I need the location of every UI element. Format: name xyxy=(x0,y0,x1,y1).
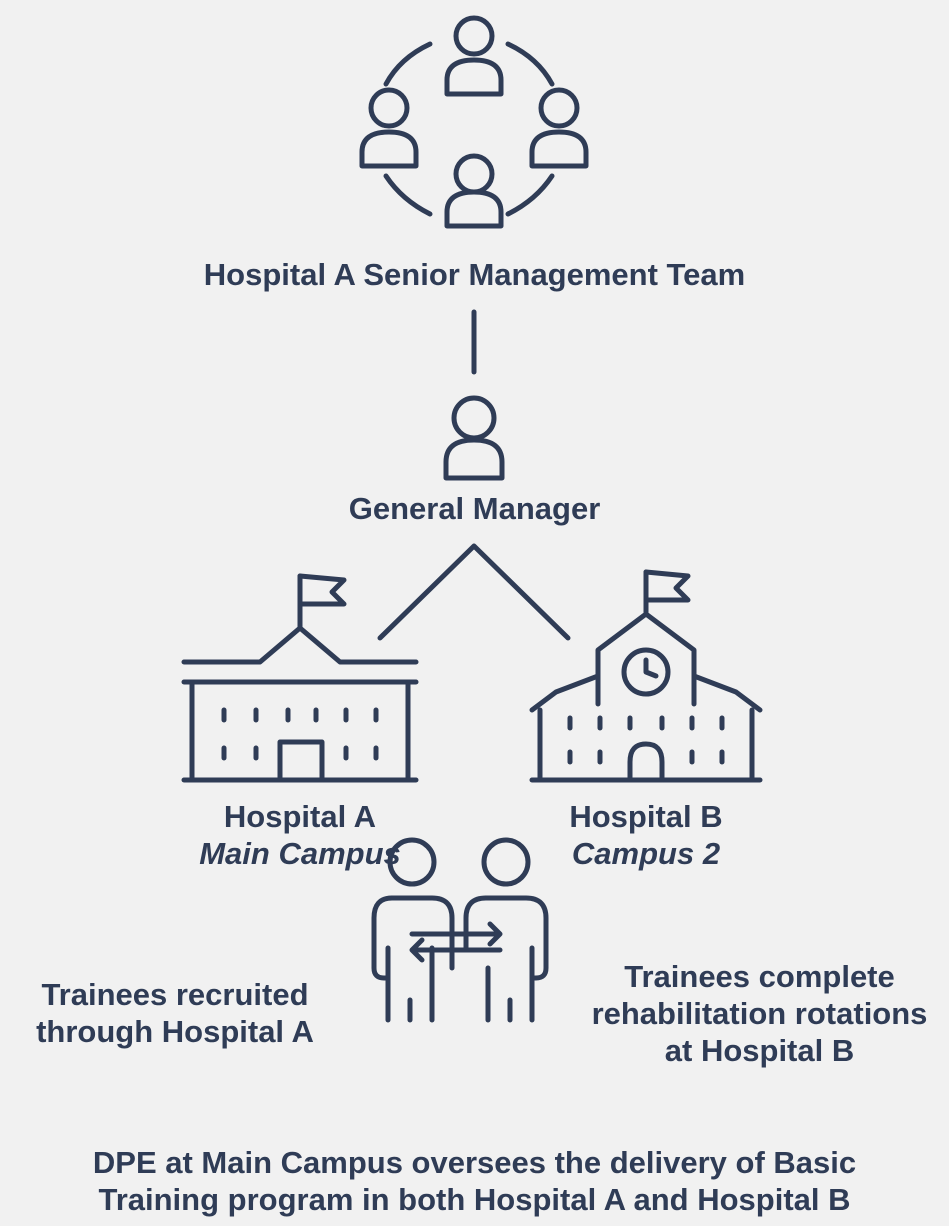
trainees-right-line-1: Trainees complete xyxy=(624,959,895,994)
trainees-left-line-1: Trainees recruited xyxy=(41,977,309,1012)
team-circle-icon xyxy=(359,15,589,229)
trainees-right-line-2: rehabilitation rotations xyxy=(591,996,928,1032)
hospital-a-label: Hospital A Main Campus xyxy=(150,798,450,872)
hospital-a-campus: Main Campus xyxy=(199,836,401,872)
hospital-b-campus: Campus 2 xyxy=(571,836,721,872)
footer-line-2: Training program in both Hospital A and … xyxy=(98,1182,851,1218)
trainees-right-line-3: at Hospital B xyxy=(664,1033,855,1069)
hospital-a-name: Hospital A xyxy=(223,799,377,834)
hospital-b-name: Hospital B xyxy=(569,799,723,834)
general-manager-label: General Manager xyxy=(348,491,601,526)
trainees-left-line-2: through Hospital A xyxy=(36,1014,314,1050)
trainees-rotations-label: Trainees complete rehabilitation rotatio… xyxy=(570,958,949,1070)
building-flag-icon xyxy=(181,573,419,783)
branch-lines xyxy=(377,543,571,641)
person-icon xyxy=(443,395,505,481)
trainees-recruited-label: Trainees recruited through Hospital A xyxy=(0,976,350,1050)
senior-team-label: Hospital A Senior Management Team xyxy=(203,257,746,292)
school-clock-icon xyxy=(529,569,763,783)
footer-line-1: DPE at Main Campus oversees the delivery… xyxy=(92,1145,857,1180)
hospital-b-label: Hospital B Campus 2 xyxy=(496,798,796,872)
two-people-exchange-icon xyxy=(371,837,549,1023)
footer-note: DPE at Main Campus oversees the delivery… xyxy=(0,1144,949,1218)
